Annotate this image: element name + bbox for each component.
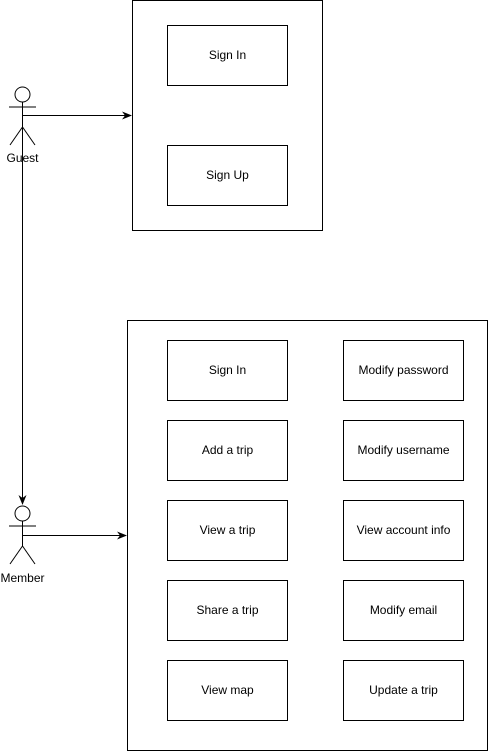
use-case-label: Modify username — [357, 443, 449, 457]
use-case-modify-password[interactable]: Modify password — [343, 340, 464, 401]
use-case-label: View a trip — [200, 523, 256, 537]
use-case-sign-in-guest[interactable]: Sign In — [167, 25, 288, 86]
guest-actor-icon[interactable] — [9, 86, 36, 146]
use-case-label: Add a trip — [202, 443, 254, 457]
use-case-label: Update a trip — [369, 683, 438, 697]
use-case-add-a-trip[interactable]: Add a trip — [167, 420, 288, 481]
use-case-update-a-trip[interactable]: Update a trip — [343, 660, 464, 721]
use-case-view-account-info[interactable]: View account info — [343, 500, 464, 561]
use-case-share-a-trip[interactable]: Share a trip — [167, 580, 288, 641]
use-case-modify-email[interactable]: Modify email — [343, 580, 464, 641]
use-case-label: Modify email — [370, 603, 437, 617]
use-case-modify-username[interactable]: Modify username — [343, 420, 464, 481]
use-case-label: Modify password — [358, 363, 448, 377]
member-actor-icon[interactable] — [9, 505, 36, 565]
member-actor-label: Member — [0, 571, 44, 585]
use-case-label: Sign Up — [206, 168, 249, 182]
use-case-label: Sign In — [209, 48, 246, 62]
use-case-sign-in-member[interactable]: Sign In — [167, 340, 288, 401]
use-case-label: Share a trip — [196, 603, 258, 617]
use-case-sign-up[interactable]: Sign Up — [167, 145, 288, 206]
use-case-label: Sign In — [209, 363, 246, 377]
use-case-view-map[interactable]: View map — [167, 660, 288, 721]
use-case-view-a-trip[interactable]: View a trip — [167, 500, 288, 561]
use-case-label: View account info — [357, 523, 451, 537]
use-case-label: View map — [201, 683, 254, 697]
